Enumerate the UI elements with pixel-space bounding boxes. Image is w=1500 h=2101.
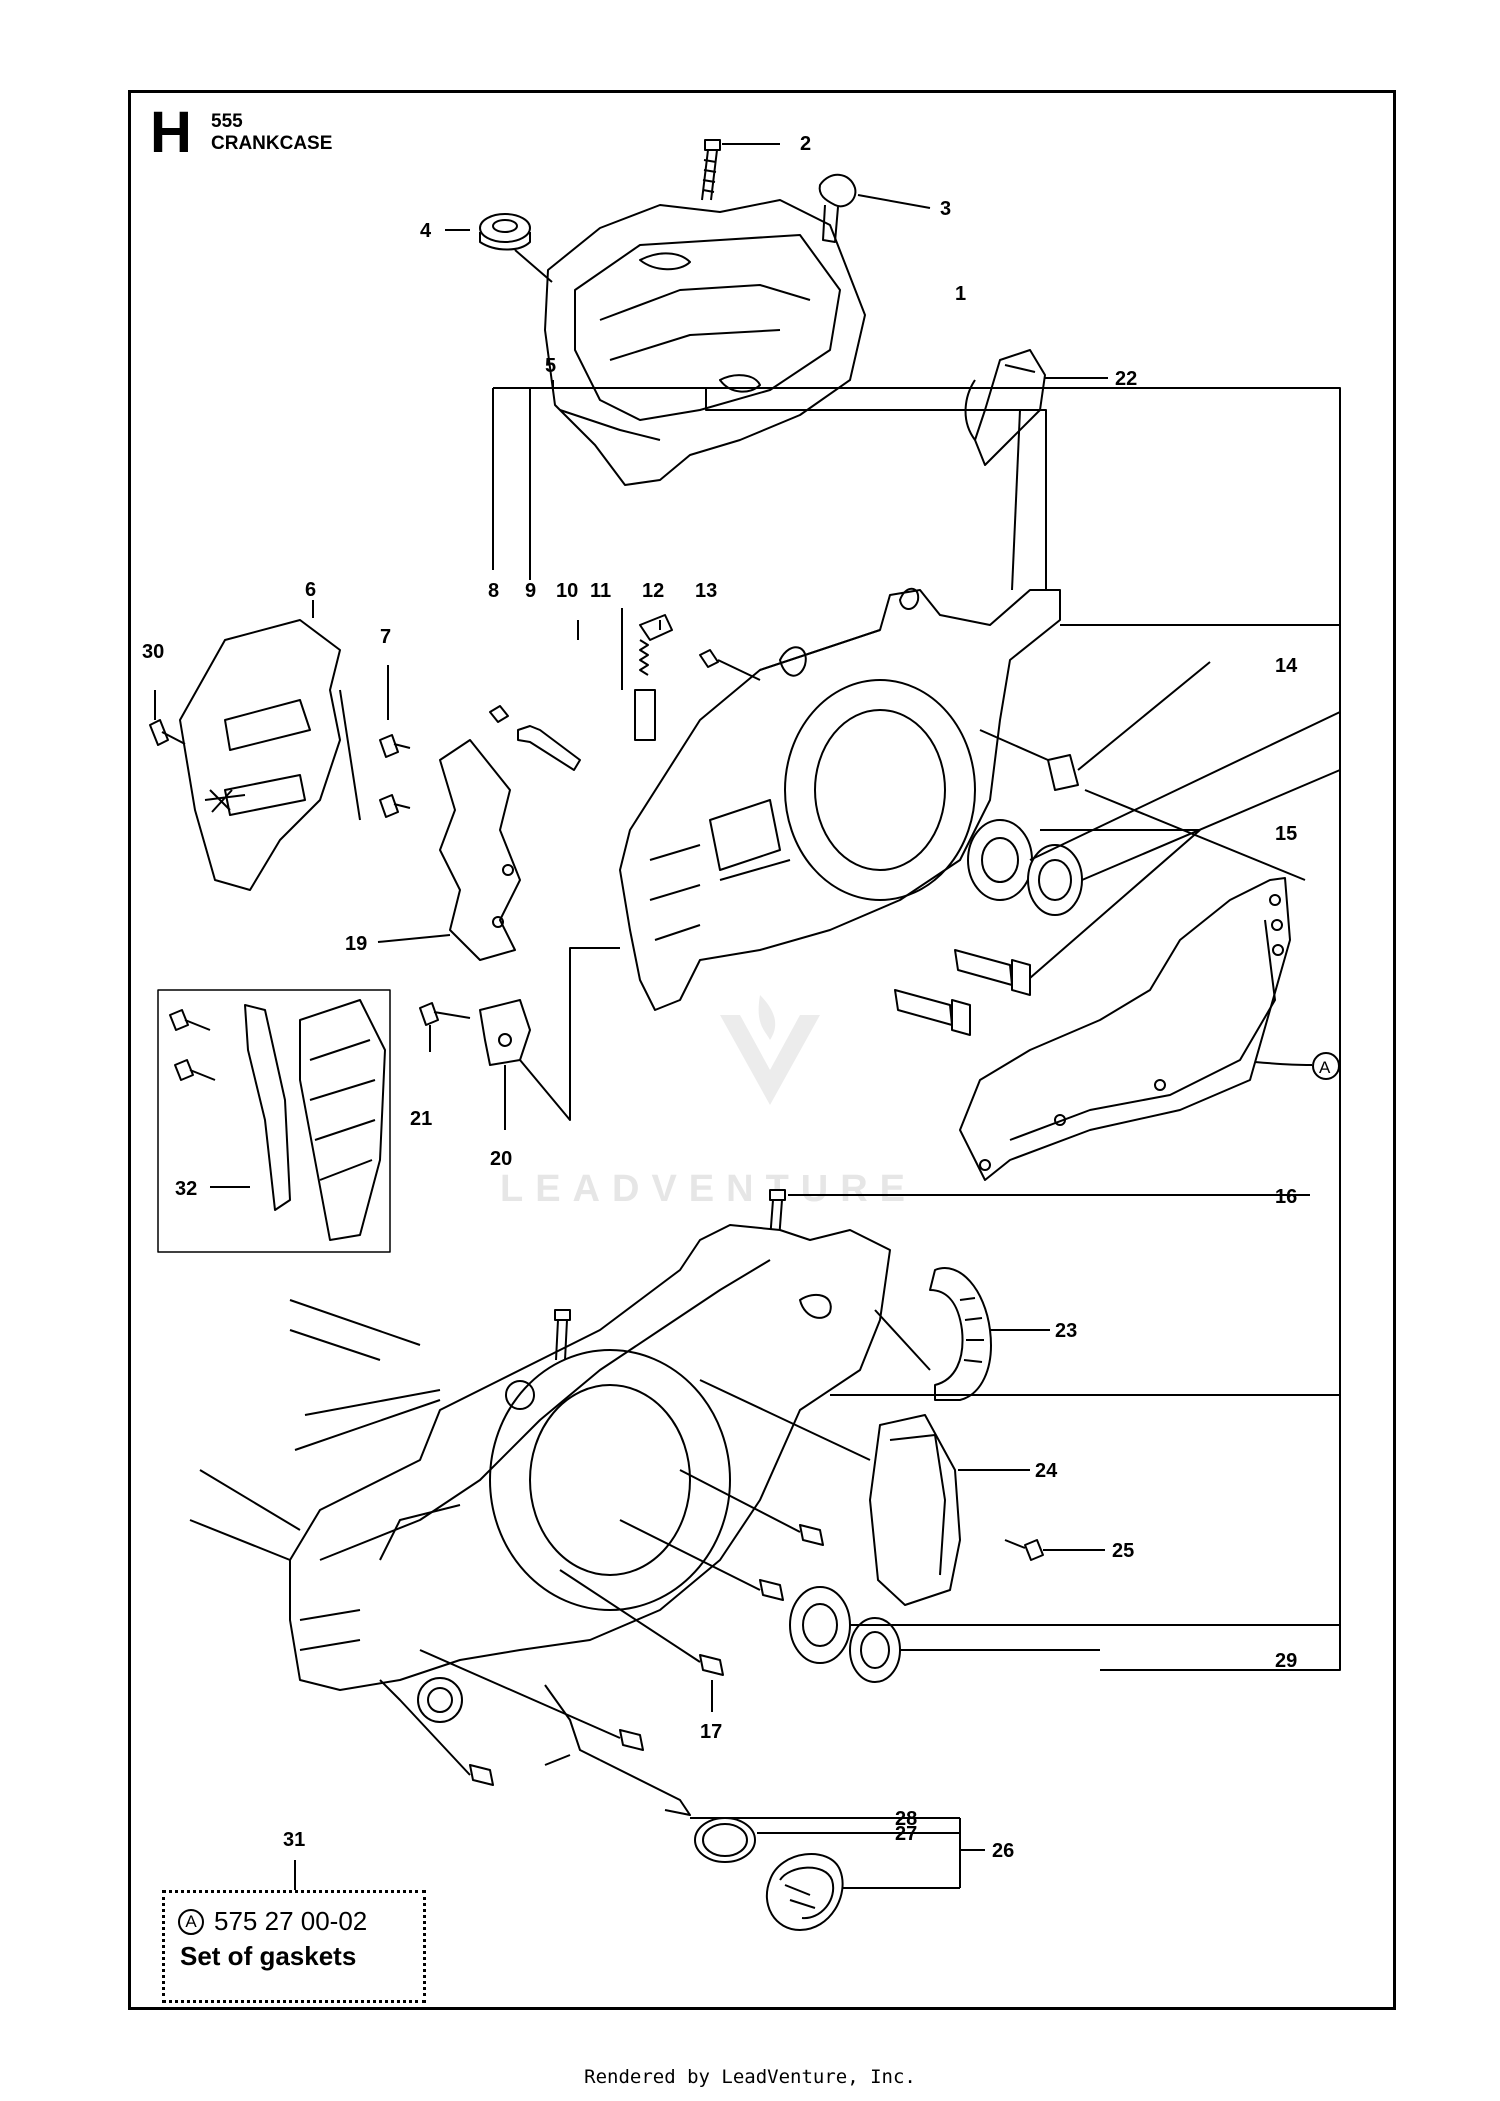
callout-20: 20 — [490, 1148, 512, 1170]
fitting-part-3 — [818, 173, 931, 243]
inset-box-part-32 — [157, 989, 391, 1253]
callout-13: 13 — [695, 580, 717, 602]
callout-22: 22 — [1115, 368, 1137, 390]
callout-21: 21 — [410, 1108, 432, 1130]
callout-14: 14 — [1275, 655, 1298, 677]
gasket-part-a — [959, 877, 1313, 1181]
screws-part-7 — [379, 665, 411, 818]
chain-brake-band-part-23 — [874, 1267, 1050, 1401]
model-number: 555 — [211, 111, 243, 132]
callout-27: 27 — [895, 1823, 917, 1845]
callout-8: 8 — [488, 580, 499, 602]
callout-labels: 2 3 4 1 22 5 6 8 9 10 11 12 13 30 7 14 1… — [142, 133, 1340, 1862]
bolt-part-2 — [701, 139, 780, 201]
parts-20-21 — [419, 947, 620, 1130]
callout-2: 2 — [800, 133, 811, 155]
callout-4: 4 — [420, 220, 432, 242]
lower-bolt — [554, 1309, 571, 1361]
callout-30: 30 — [142, 641, 164, 663]
pin-part-15 — [894, 829, 1201, 1036]
screw-part-25 — [1004, 1539, 1105, 1561]
callout-32: 32 — [175, 1178, 197, 1200]
callout-16: 16 — [1275, 1186, 1297, 1208]
watermark-logo-icon — [720, 995, 820, 1105]
sensor-part-22 — [964, 349, 1108, 591]
crankcase-lower-half — [189, 1224, 891, 1723]
callout-10: 10 — [556, 580, 578, 602]
callout-1: 1 — [955, 283, 966, 305]
callout-24: 24 — [1035, 1460, 1058, 1482]
section-letter: H — [150, 100, 192, 165]
callout-a: A — [1319, 1058, 1331, 1077]
callout-5: 5 — [545, 355, 556, 377]
callout-31: 31 — [283, 1829, 305, 1851]
callout-6: 6 — [305, 579, 316, 601]
callout-7: 7 — [380, 626, 391, 648]
crankcase-half — [619, 587, 1061, 1011]
watermark-text: LEADVENTURE — [500, 1168, 918, 1210]
callout-12: 12 — [642, 580, 664, 602]
callout-11: 11 — [590, 580, 611, 602]
gasket-set-part-number: 575 27 00-02 — [214, 1906, 368, 1936]
diagram-frame — [128, 90, 1396, 2010]
cover-part — [544, 199, 866, 486]
screw-part-30 — [149, 690, 186, 746]
callout-26: 26 — [992, 1840, 1014, 1862]
footer-credit: Rendered by LeadVenture, Inc. — [584, 2066, 916, 2088]
screws-part-17 — [379, 1469, 824, 1786]
grommet-part-4 — [445, 213, 553, 283]
gasket-ref-circle — [1312, 1052, 1340, 1080]
callout-3: 3 — [940, 198, 951, 220]
side-cover-part-6 — [179, 600, 361, 891]
lower-bearing-seal — [789, 1586, 1341, 1683]
callout-28: 28 — [895, 1808, 917, 1830]
gasket-set-ref-mark: A — [178, 1909, 204, 1935]
oil-cap-parts-26-28 — [544, 1684, 985, 1931]
callout-19: 19 — [345, 933, 367, 955]
chain-catcher-part-19 — [377, 739, 521, 961]
callout-9: 9 — [525, 580, 536, 602]
callout-29: 29 — [1275, 1650, 1297, 1672]
callout-17: 17 — [700, 1721, 722, 1743]
callout-15: 15 — [1275, 823, 1297, 845]
callout-23: 23 — [1055, 1320, 1077, 1342]
section-title: CRANKCASE — [211, 133, 333, 154]
screw-part-16 — [769, 1189, 1310, 1241]
bearing-and-seal — [967, 711, 1341, 916]
small-parts-8-13 — [489, 608, 761, 771]
callout-25: 25 — [1112, 1540, 1134, 1562]
gasket-set-description: Set of gaskets — [180, 1941, 357, 1971]
clutch-cover-part-24 — [699, 1379, 1030, 1606]
gasket-set-box — [162, 1890, 426, 2003]
